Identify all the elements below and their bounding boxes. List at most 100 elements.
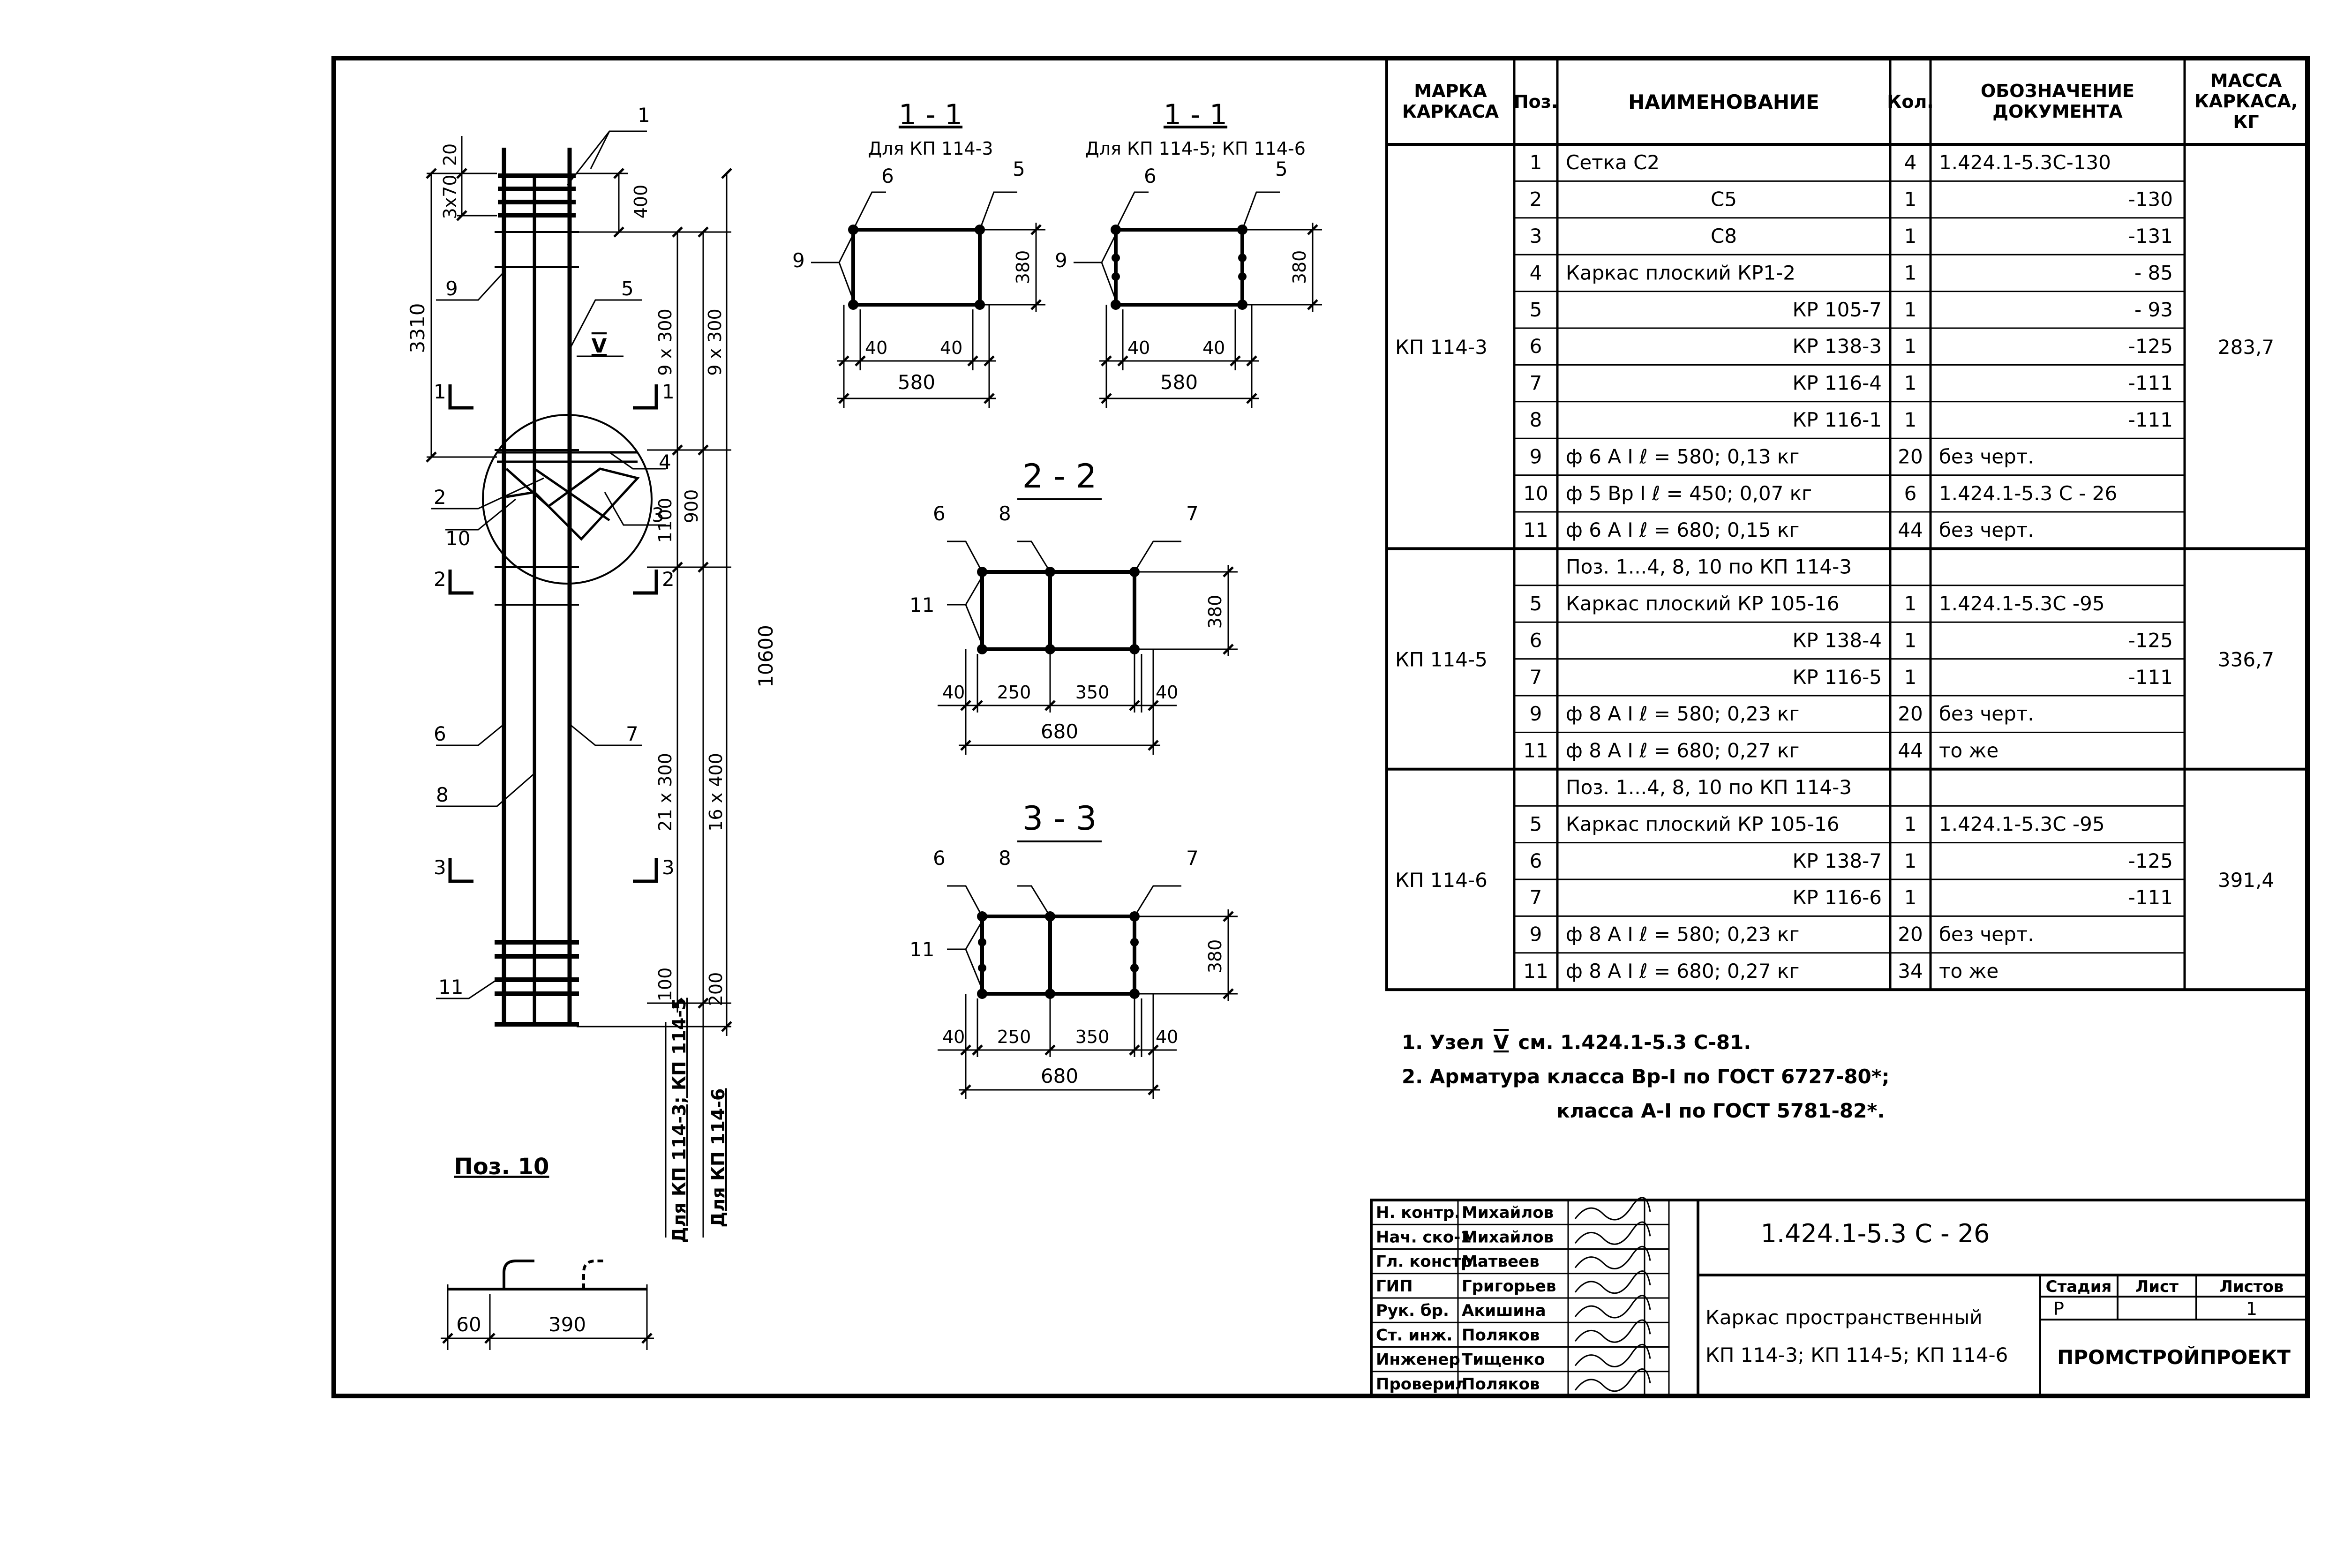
spec-row-pos: 3 (1530, 225, 1542, 248)
section-mark-2-right: 2 (662, 568, 675, 591)
spec-row-name: Каркас плоский КР1-2 (1566, 261, 1796, 284)
sheets-value: 1 (2246, 1298, 2257, 1319)
header-pos: Поз. (1514, 91, 1558, 112)
dim-3x70: 3x70 (440, 174, 460, 219)
titleblock-role: Ст. инж. (1376, 1326, 1452, 1344)
sec33-callout-8: 8 (999, 847, 1011, 870)
dim-21x300: 21 x 300 (655, 753, 676, 832)
sheet-label: Лист (2135, 1277, 2179, 1296)
spec-row-pos: 7 (1530, 666, 1542, 689)
pos10-dim-390: 390 (548, 1313, 586, 1336)
titleblock-role: Проверил (1376, 1375, 1467, 1394)
spec-row-qty: 20 (1898, 923, 1923, 946)
spec-row-name: Каркас плоский КР 105-16 (1566, 592, 1839, 615)
spec-row-qty: 1 (1904, 886, 1917, 909)
spec-group-mark: КП 114-5 (1395, 648, 1488, 671)
spec-row-document: без черт. (1939, 702, 2034, 725)
section-mark-1-left: 1 (434, 380, 446, 403)
titleblock-person: Поляков (1462, 1326, 1540, 1344)
spec-row-pos: 5 (1530, 812, 1542, 835)
sec11b-callout-6: 6 (1144, 165, 1157, 188)
spec-row-qty: 34 (1898, 960, 1923, 983)
callout-8: 8 (436, 783, 449, 806)
stage-label: Стадия (2046, 1277, 2112, 1296)
titleblock-role: ГИП (1376, 1277, 1413, 1296)
spec-row-qty: 6 (1904, 482, 1917, 505)
titleblock-role: Рук. бр. (1376, 1301, 1449, 1320)
spec-row-name: КР 116-1 (1792, 408, 1882, 431)
spec-row-qty: 1 (1904, 225, 1917, 248)
spec-group-mass: 283,7 (2218, 336, 2274, 359)
signature-scribble (1574, 1319, 1651, 1343)
spec-row-pos: 5 (1530, 298, 1542, 321)
sec11a-title: 1 - 1 (899, 98, 962, 131)
spec-row-document: 1.424.1-5.3С-130 (1939, 151, 2111, 174)
callout-10: 10 (445, 527, 470, 550)
spec-row-qty: 1 (1904, 666, 1917, 689)
spec-row-document: то же (1939, 960, 1998, 983)
sec11b-subtitle: Для КП 114-5; КП 114-6 (1085, 138, 1306, 159)
drawing-title-line1: Каркас пространственный (1705, 1306, 1983, 1329)
spec-group-mark: КП 114-3 (1395, 336, 1488, 359)
signature-scribble (1574, 1197, 1651, 1221)
spec-row-document: -131 (2128, 225, 2173, 248)
header-qty: Кол. (1887, 91, 1933, 112)
sec33-dim-680: 680 (1041, 1065, 1078, 1088)
stage-value: Р (2053, 1298, 2064, 1319)
spec-row-name: КР 116-5 (1792, 666, 1882, 689)
callout-5: 5 (621, 277, 634, 300)
elevation-view: 20 3x70 3310 400 9 x 300 9 x 300 900 110… (406, 104, 777, 1350)
sec33-callout-11: 11 (909, 938, 934, 961)
spec-row-name: ф 5 Вр I ℓ = 450; 0,07 кг (1566, 482, 1812, 505)
spec-row-name: ф 8 А I ℓ = 580; 0,23 кг (1566, 702, 1799, 725)
node-v-label: V (592, 334, 607, 357)
titleblock-role: Н. контр. (1376, 1203, 1460, 1222)
sec33-dim-40a: 40 (942, 1027, 965, 1047)
callout-4: 4 (659, 450, 671, 473)
spec-row-qty: 44 (1898, 518, 1923, 541)
spec-row-document: -125 (2128, 629, 2173, 652)
dim-20: 20 (440, 143, 460, 166)
sec22-title: 2 - 2 (1022, 457, 1097, 495)
spec-row-document: -111 (2128, 408, 2173, 431)
spec-row-qty: 1 (1904, 408, 1917, 431)
spec-row-document: -130 (2128, 188, 2173, 211)
note-2b: класса А-I по ГОСТ 5781-82*. (1556, 1099, 1885, 1122)
organization-name: ПРОМСТРОЙПРОЕКТ (2057, 1345, 2291, 1369)
section-3-3: 3 - 3 (909, 799, 1238, 1099)
spec-row-document: -111 (2128, 666, 2173, 689)
drawing-title-line2: КП 114-3; КП 114-5; КП 114-6 (1705, 1343, 2008, 1366)
spec-row-name: КР 138-4 (1792, 629, 1882, 652)
sec33-dim-380: 380 (1205, 939, 1225, 974)
sec22-dim-250: 250 (997, 682, 1031, 703)
spec-row-qty: 1 (1904, 298, 1917, 321)
spec-row-pos: 1 (1530, 151, 1542, 174)
spec-row-qty: 1 (1904, 849, 1917, 872)
spec-group-mark: КП 114-6 (1395, 869, 1488, 892)
dim-10600: 10600 (754, 625, 777, 688)
sec11b-callout-5: 5 (1275, 158, 1288, 180)
spec-row-document: - 93 (2134, 298, 2173, 321)
spec-row-name: КР 138-7 (1792, 849, 1882, 872)
spec-row-name: С5 (1711, 188, 1737, 211)
section-mark-3-left: 3 (434, 856, 446, 879)
sec22-dim-40b: 40 (1156, 682, 1178, 703)
sec22-callout-11: 11 (909, 593, 934, 616)
dim-900: 900 (681, 489, 702, 524)
spec-row-pos: 9 (1530, 445, 1542, 468)
sec11a-callout-9: 9 (792, 249, 805, 272)
titleblock-person: Григорьев (1462, 1277, 1556, 1296)
sec11b-title: 1 - 1 (1164, 98, 1227, 131)
dim-9x300-a: 9 x 300 (655, 308, 676, 375)
section-1-1-kp114-5-6: 1 - 1 Для КП 114-5; КП 114-6 (1055, 98, 1322, 408)
spec-row-qty: 1 (1904, 812, 1917, 835)
spec-row-qty: 1 (1904, 592, 1917, 615)
spec-row-pos: 2 (1530, 188, 1542, 211)
spec-row-document: 1.424.1-5.3С -95 (1939, 812, 2105, 835)
spec-row-name: Поз. 1...4, 8, 10 по КП 114-3 (1566, 776, 1852, 799)
spec-row-pos: 6 (1530, 335, 1542, 358)
pos10-title: Поз. 10 (454, 1154, 549, 1180)
sec11b-dim-40b: 40 (1202, 338, 1225, 358)
spec-row-document: -125 (2128, 335, 2173, 358)
